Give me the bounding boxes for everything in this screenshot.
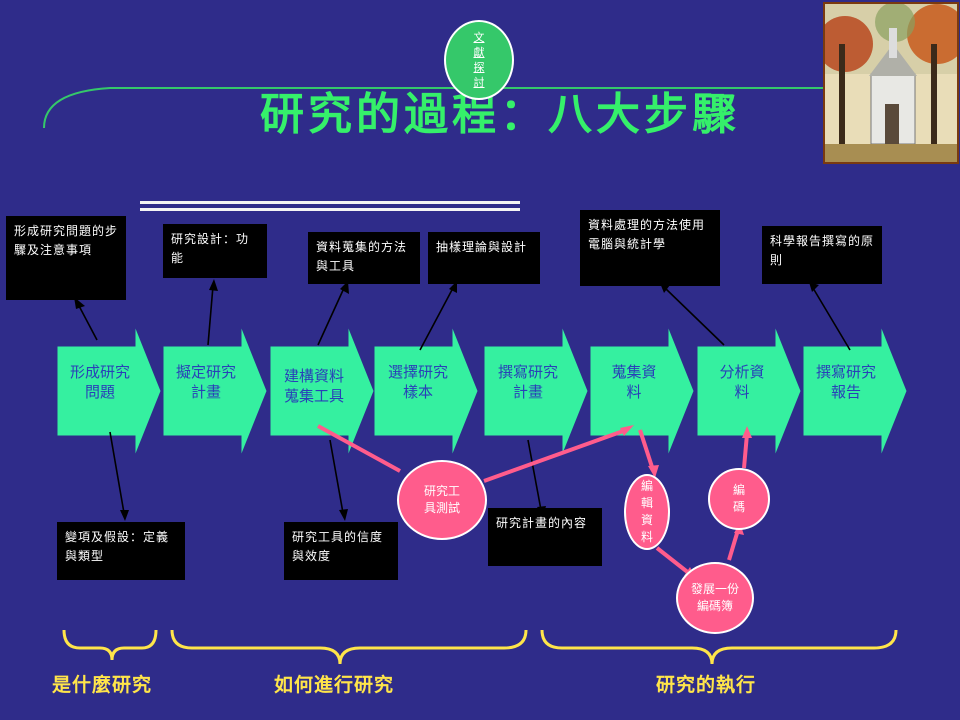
label-what-research: 是什麼研究 [52, 674, 153, 696]
step-8-report[interactable]: 撰寫研究報告 [815, 363, 876, 401]
divider-line-bottom [140, 208, 520, 211]
step-arrow-4 [373, 325, 479, 457]
codebook-circle[interactable]: 發展一份編碼簿 [676, 562, 754, 634]
step-arrow-2 [162, 325, 268, 457]
step-arrow-6 [589, 325, 695, 457]
note-sampling: 抽樣理論與設計 [428, 232, 540, 284]
note-proposal-content: 研究計畫的內容 [488, 508, 602, 566]
note-data-collection-methods: 資料蒐集的方法與工具 [308, 232, 420, 284]
step-arrow-8 [802, 325, 908, 457]
note-data-processing: 資料處理的方法使用電腦與統計學 [580, 210, 720, 286]
step-2-plan[interactable]: 擬定研究計畫 [175, 363, 236, 401]
divider-line-top [140, 201, 520, 204]
literature-review-label: 文獻探討 [473, 31, 485, 89]
step-5-proposal[interactable]: 撰寫研究計畫 [497, 363, 558, 401]
step-6-collect[interactable]: 蒐集資料 [611, 363, 657, 401]
step-3-instrument[interactable]: 建構資料蒐集工具 [283, 367, 344, 405]
label-how-research: 如何進行研究 [274, 674, 395, 696]
step-arrow-1 [56, 325, 162, 457]
step-7-analyze[interactable]: 分析資料 [719, 363, 765, 401]
label-research-execution: 研究的執行 [656, 674, 757, 696]
edit-data-circle[interactable]: 編輯資料 [624, 474, 670, 550]
note-reliability-validity: 研究工具的信度與效度 [284, 522, 398, 580]
page-title: 研究的過程：八大步驟 [260, 89, 740, 140]
step-arrow-3 [269, 325, 375, 457]
note-variables-hypotheses: 變項及假設：定義與類型 [57, 522, 185, 580]
coding-circle[interactable]: 編碼 [708, 468, 770, 530]
instrument-test-circle[interactable]: 研究工具測試 [397, 460, 487, 540]
note-research-design: 研究設計：功能 [163, 224, 267, 278]
note-report-writing: 科學報告撰寫的原則 [762, 226, 882, 284]
step-4-sample[interactable]: 選擇研究樣本 [387, 363, 448, 401]
literature-review-bubble[interactable]: 文獻探討 [444, 20, 514, 100]
note-problem-formation: 形成研究問題的步驟及注意事項 [6, 216, 126, 300]
step-1-problem[interactable]: 形成研究問題 [69, 363, 130, 401]
step-arrow-7 [696, 325, 802, 457]
church-painting-image [823, 2, 959, 164]
step-arrow-5 [483, 325, 589, 457]
